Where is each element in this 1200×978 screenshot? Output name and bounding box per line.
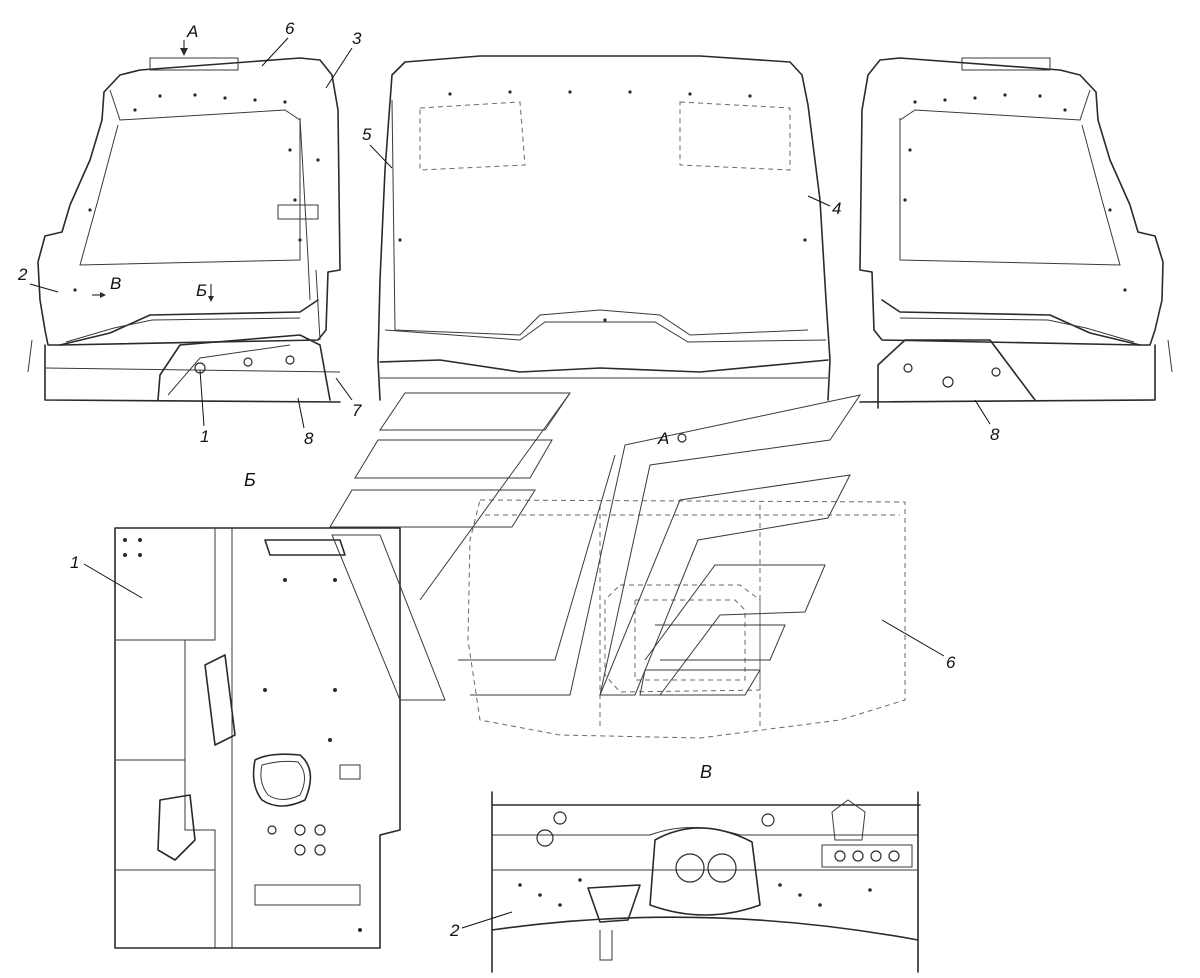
callout-label-8-right: 8 bbox=[990, 425, 1000, 444]
right-view-weld-points bbox=[903, 93, 1127, 292]
callout-label-v-arrow: В bbox=[110, 274, 121, 293]
callout-8-left: 8 bbox=[297, 397, 314, 448]
view-b-title: Б bbox=[244, 470, 256, 490]
callout-4: 4 bbox=[807, 195, 841, 218]
detail-v-weld-points bbox=[518, 878, 872, 907]
detail-view-v bbox=[491, 791, 921, 973]
detail-view-b bbox=[114, 527, 401, 949]
callout-6: 6 bbox=[261, 19, 295, 67]
callout-label-4: 4 bbox=[832, 199, 841, 218]
left-view-weld-points bbox=[73, 93, 320, 292]
cab-right-side-view bbox=[859, 57, 1173, 409]
callout-a-top: А bbox=[180, 22, 198, 56]
callout-label-a-top: А bbox=[186, 22, 198, 41]
callout-label-a-roof: А bbox=[657, 429, 669, 448]
callout-2-left: 2 bbox=[17, 265, 59, 293]
callout-label-8-left: 8 bbox=[304, 429, 314, 448]
callout-1: 1 bbox=[199, 369, 209, 446]
callout-7: 7 bbox=[335, 377, 362, 420]
view-a-marker-icon bbox=[677, 433, 687, 443]
view-v-title: В bbox=[700, 762, 712, 782]
callout-2-detail: 2 bbox=[449, 911, 513, 940]
callout-label-2-detail: 2 bbox=[449, 921, 460, 940]
callout-label-1-detail: 1 bbox=[70, 553, 79, 572]
callout-label-2-left: 2 bbox=[17, 265, 28, 284]
callout-b-arrow: Б bbox=[196, 281, 214, 302]
cab-rear-view bbox=[377, 55, 831, 401]
callout-label-3: 3 bbox=[352, 29, 362, 48]
hollow-arrow-to-detail bbox=[329, 392, 862, 701]
callout-label-5: 5 bbox=[362, 125, 372, 144]
cab-left-side-view bbox=[27, 57, 341, 403]
rear-view-weld-points bbox=[398, 90, 807, 322]
callout-label-b-arrow: Б bbox=[196, 281, 207, 300]
callout-a-roof: А bbox=[657, 429, 687, 448]
callout-v-arrow: В bbox=[92, 274, 121, 298]
callout-5: 5 bbox=[362, 125, 393, 169]
callout-1-detail: 1 bbox=[70, 553, 143, 599]
callout-label-7: 7 bbox=[352, 401, 362, 420]
callout-label-1: 1 bbox=[200, 427, 209, 446]
callout-label-6-roof: 6 bbox=[946, 653, 956, 672]
callout-label-6: 6 bbox=[285, 19, 295, 38]
roof-panel-detail bbox=[467, 499, 906, 739]
callout-3: 3 bbox=[325, 29, 362, 89]
callout-8-right: 8 bbox=[974, 399, 1000, 444]
detail-b-weld-points bbox=[123, 538, 362, 932]
callout-6-roof: 6 bbox=[881, 619, 956, 672]
